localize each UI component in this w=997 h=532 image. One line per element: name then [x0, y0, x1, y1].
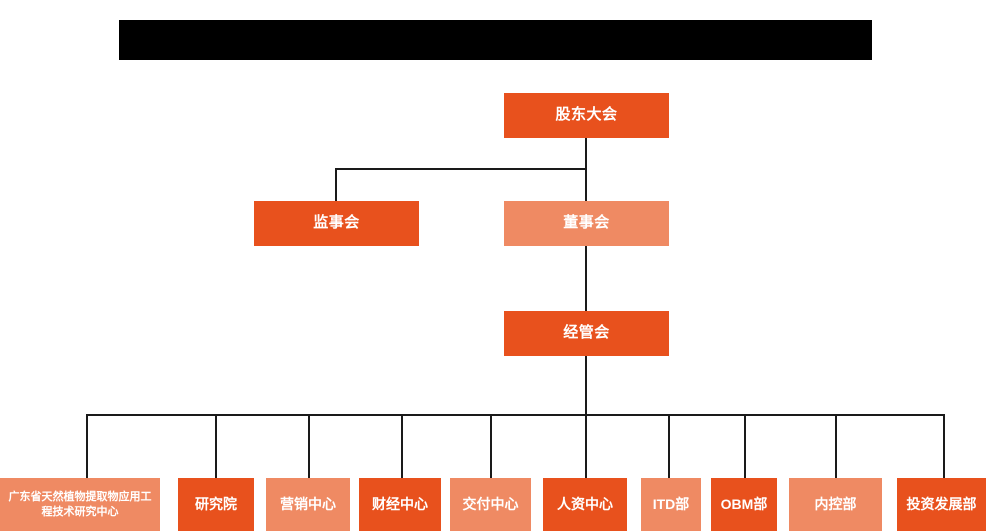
node-dept-internal-control[interactable]: 内控部	[789, 478, 882, 531]
node-management-committee[interactable]: 经管会	[504, 311, 669, 356]
connector-department-bus	[86, 414, 945, 416]
node-dept-itd[interactable]: ITD部	[641, 478, 701, 531]
node-dept-obm[interactable]: OBM部	[711, 478, 777, 531]
connector-shareholders-across	[335, 168, 587, 170]
connector-tick-dept-5	[585, 414, 587, 478]
connector-tick-dept-7	[744, 414, 746, 478]
node-dept-delivery-center[interactable]: 交付中心	[450, 478, 531, 531]
connector-board-to-management	[585, 246, 587, 312]
connector-tick-dept-1	[215, 414, 217, 478]
node-shareholders-meeting[interactable]: 股东大会	[504, 93, 669, 138]
connector-tick-dept-8	[835, 414, 837, 478]
connector-tick-dept-9	[943, 414, 945, 478]
connector-tick-dept-0	[86, 414, 88, 478]
node-dept-investment-development[interactable]: 投资发展部	[897, 478, 986, 531]
node-dept-research-center[interactable]: 广东省天然植物提取物应用工程技术研究中心	[0, 478, 160, 531]
connector-tick-dept-4	[490, 414, 492, 478]
redacted-title-bar	[119, 20, 872, 60]
connector-supervisory-down	[335, 168, 337, 202]
connector-tick-dept-2	[308, 414, 310, 478]
connector-shareholders-down	[585, 138, 587, 169]
connector-management-down	[585, 356, 587, 415]
node-supervisory-board[interactable]: 监事会	[254, 201, 419, 246]
connector-tick-dept-3	[401, 414, 403, 478]
connector-tick-dept-6	[668, 414, 670, 478]
connector-board-down	[585, 168, 587, 202]
node-dept-finance-center[interactable]: 财经中心	[359, 478, 441, 531]
node-board-of-directors[interactable]: 董事会	[504, 201, 669, 246]
node-dept-hr-center[interactable]: 人资中心	[543, 478, 627, 531]
node-dept-marketing-center[interactable]: 营销中心	[266, 478, 350, 531]
node-dept-research-institute[interactable]: 研究院	[178, 478, 254, 531]
